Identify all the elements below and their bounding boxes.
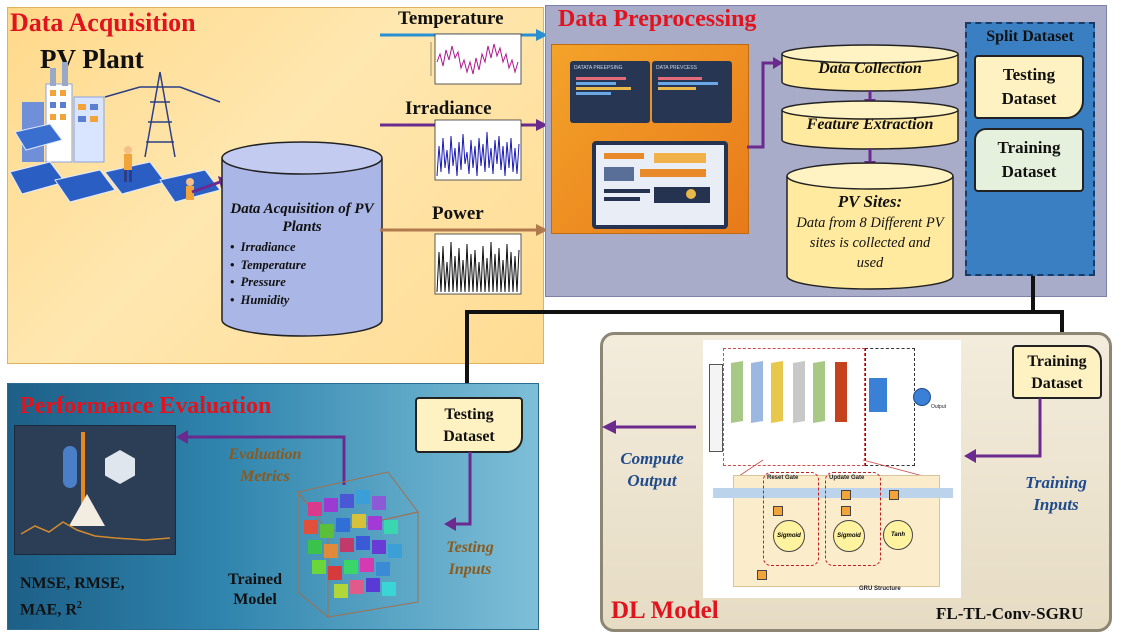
screen-text: DATATA PREEPSING xyxy=(574,65,623,71)
connector-to-testing xyxy=(465,276,1035,388)
dl-training-dataset-box: Training Dataset xyxy=(1012,345,1102,399)
evaluation-metrics-list: NMSE, RMSE, MAE, R2 xyxy=(20,573,124,621)
temperature-signal-plot xyxy=(430,33,522,85)
arrow-compute-output xyxy=(602,420,696,434)
evaluation-metrics-label: Evaluation Metrics xyxy=(228,446,302,485)
connector-to-training xyxy=(1033,310,1064,335)
performance-evaluation-title: Performance Evaluation xyxy=(20,393,272,419)
arrow-testing-inputs xyxy=(444,452,472,531)
dl-model-title: DL Model xyxy=(611,597,719,624)
compute-output-label: Compute Output xyxy=(620,449,684,490)
transmission-tower-icon xyxy=(104,71,221,158)
data-collection-cylinder xyxy=(781,44,959,92)
arrow-training-inputs xyxy=(964,398,1042,463)
tanh-node: Tanh xyxy=(883,520,913,550)
pv-sites-text: Data from 8 Different PV sites is collec… xyxy=(796,215,944,271)
irradiance-signal-plot xyxy=(434,119,522,181)
power-signal-plot xyxy=(434,233,522,295)
evaluation-dashboard-illustration xyxy=(14,425,176,555)
metrics-line-2: MAE, R2 xyxy=(20,600,82,619)
pv-sites-cylinder xyxy=(786,162,954,290)
trained-model-label: Trained Model xyxy=(228,571,282,608)
screen-panel: DATATA PREEPSING xyxy=(570,61,650,123)
power-label: Power xyxy=(432,203,484,224)
update-gate-label: Update Gate xyxy=(829,475,865,481)
input-vector xyxy=(709,364,723,452)
reset-gate-label: Reset Gate xyxy=(767,475,799,481)
screen-text: DATA PREVCESS xyxy=(656,65,697,71)
arrow-illustration-to-collection xyxy=(747,57,783,149)
bullet-item: • Temperature xyxy=(230,257,307,272)
data-collection-label: Data Collection xyxy=(818,60,922,77)
gru-structure-label: GRU Structure xyxy=(859,586,901,592)
laptop-screen xyxy=(592,141,728,229)
arrow-to-dashboard xyxy=(176,430,346,485)
reset-gate-region xyxy=(763,472,819,566)
screen-panel: DATA PREVCESS xyxy=(652,61,732,123)
feature-extraction-label: Feature Extraction xyxy=(806,116,934,133)
architecture-diagram: Output Reset Gate Update Gate Sigmoid Si… xyxy=(703,340,961,598)
bullet-item: • Pressure xyxy=(230,275,286,289)
update-gate-region xyxy=(825,472,881,566)
metrics-line-1: NMSE, RMSE, xyxy=(20,575,125,592)
training-inputs-label: Training Inputs xyxy=(1025,473,1087,514)
data-acquisition-title: Data Acquisition xyxy=(10,8,196,37)
acquisition-bullet-list: • Irradiance • Temperature • Pressure • … xyxy=(230,239,306,309)
irradiance-label: Irradiance xyxy=(405,98,492,119)
bullet-item: • Humidity xyxy=(230,292,290,307)
trained-model-cube-icon xyxy=(297,471,419,619)
worker-icon xyxy=(124,146,194,200)
preprocessing-illustration: DATATA PREEPSING DATA PREVCESS xyxy=(551,44,749,234)
testing-dataset-box: Testing Dataset xyxy=(415,397,523,453)
cube-voxels xyxy=(304,490,402,598)
data-preprocessing-title: Data Preprocessing xyxy=(558,6,757,32)
pv-sites-title: PV Sites: xyxy=(837,192,903,211)
split-dataset-title: Split Dataset xyxy=(986,28,1074,45)
testing-inputs-label: Testing Inputs xyxy=(446,539,494,578)
sigmoid-node: Sigmoid xyxy=(833,520,865,552)
bullet-item: • Irradiance xyxy=(230,240,296,254)
sigmoid-node: Sigmoid xyxy=(773,520,805,552)
acquisition-cylinder-title: Data Acquisition of PV Plants xyxy=(230,201,374,235)
temperature-label: Temperature xyxy=(398,8,504,29)
pv-plant-illustration xyxy=(10,62,221,203)
dl-model-name: FL-TL-Conv-SGRU xyxy=(936,604,1084,623)
pv-plant-label: PV Plant xyxy=(40,44,144,74)
output-label: Output xyxy=(931,404,947,410)
acquisition-database-icon xyxy=(221,141,383,337)
pv-plant-buildings xyxy=(22,62,105,163)
split-training-dataset: Training Dataset xyxy=(974,128,1084,192)
split-testing-dataset: Testing Dataset xyxy=(974,55,1084,119)
